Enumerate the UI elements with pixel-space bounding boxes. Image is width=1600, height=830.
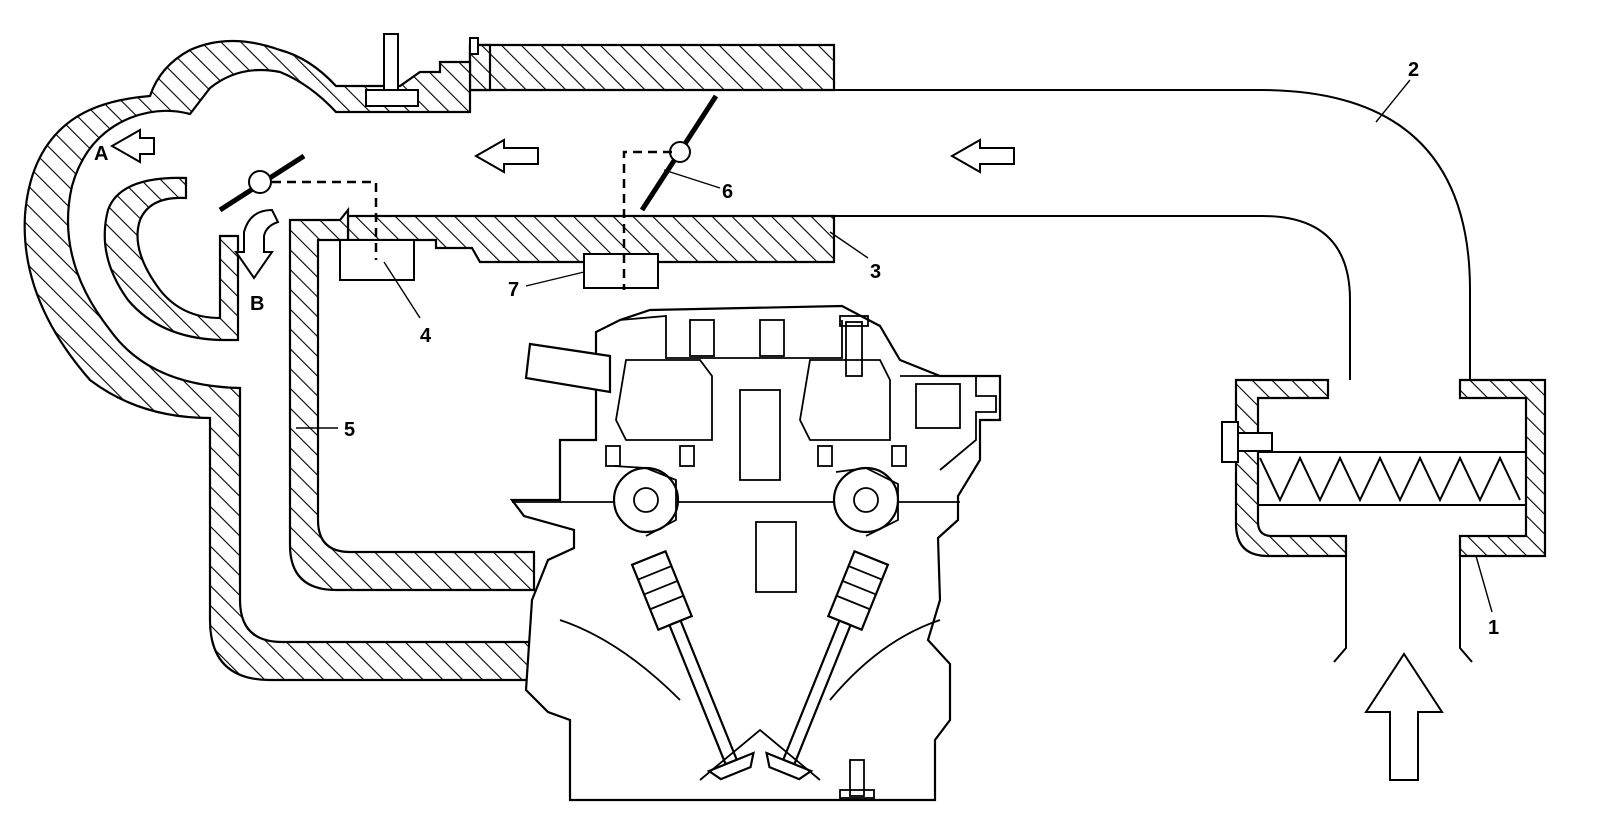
intake-runner: [288, 206, 536, 592]
label-flow-b: B: [250, 293, 264, 315]
plenum-stud: [365, 33, 419, 107]
flow-arrow-right: [949, 138, 1015, 174]
flow-arrow-b: [234, 208, 280, 280]
label-flow-a: A: [94, 143, 108, 165]
sensor-7: [583, 253, 659, 289]
leader-lines: [296, 79, 1493, 613]
label-6-throttle-valve: 6: [722, 181, 733, 203]
throttle-valve: [622, 94, 719, 290]
cylinder-head: [509, 304, 1002, 802]
flow-arrow-a: [109, 128, 155, 164]
housing-sensor: [1221, 421, 1239, 463]
air-cleaner-housing: [1221, 378, 1547, 663]
intake-manifold-outer: [23, 39, 536, 682]
label-4-actuator: 4: [420, 325, 432, 347]
label-5-runner: 5: [344, 419, 355, 441]
label-7-sensor: 7: [508, 279, 519, 301]
switching-flap: [218, 153, 378, 260]
label-1-air-cleaner: 1: [1488, 617, 1499, 639]
inlet-airflow-arrow: [1364, 652, 1444, 781]
label-3-throttle-body: 3: [870, 261, 881, 283]
flap-linkage: [272, 180, 378, 260]
intake-duct: [470, 89, 1471, 380]
filter-element-zigzag: [1259, 455, 1521, 503]
plenum-inner-vane: [103, 176, 240, 342]
flow-arrow-middle: [473, 138, 539, 174]
label-2-intake-duct: 2: [1408, 59, 1419, 81]
throttle-linkage: [622, 150, 672, 290]
